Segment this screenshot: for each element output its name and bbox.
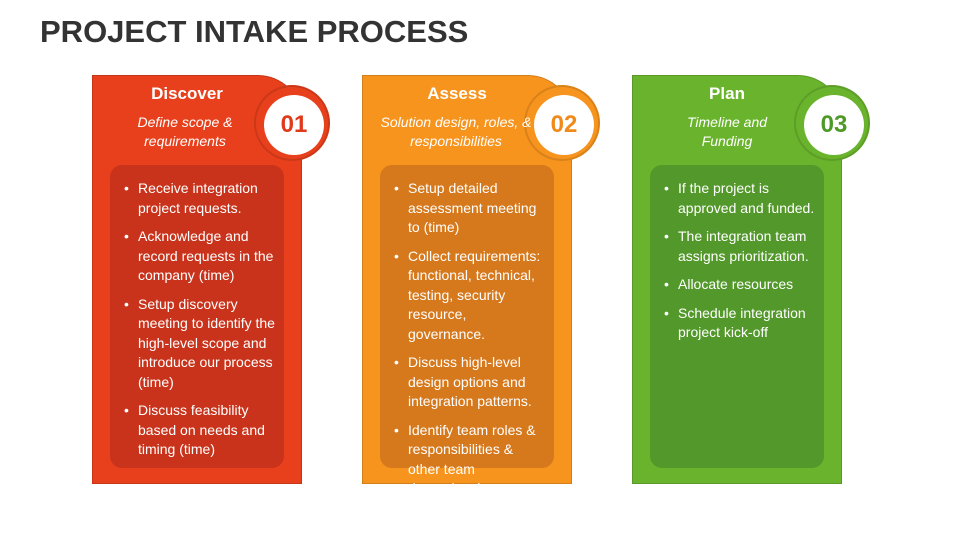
- card-header: Assess Solution design, roles, & respons…: [362, 83, 552, 151]
- list-item: Discuss feasibility based on needs and t…: [122, 401, 276, 460]
- number-badge: 03: [794, 85, 870, 161]
- card-title: Discover: [151, 84, 223, 103]
- number-badge: 02: [524, 85, 600, 161]
- number-badge-label: 02: [534, 95, 594, 155]
- list-item: The integration team assigns prioritizat…: [662, 227, 816, 266]
- card-header: Plan Timeline and Funding: [632, 83, 822, 151]
- card-panel: Receive integration project requests. Ac…: [110, 165, 284, 468]
- list-item: If the project is approved and funded.: [662, 179, 816, 218]
- page-title: PROJECT INTAKE PROCESS: [40, 14, 469, 49]
- card-subtitle: Solution design, roles, & responsibiliti…: [380, 114, 532, 149]
- card-title: Plan: [709, 84, 745, 103]
- bullet-list: Receive integration project requests. Ac…: [110, 165, 284, 460]
- list-item: Schedule integration project kick-off: [662, 304, 816, 343]
- card-subtitle: Define scope & requirements: [137, 114, 233, 149]
- list-item: Setup discovery meeting to identify the …: [122, 295, 276, 393]
- card-plan: 03 Plan Timeline and Funding If the proj…: [632, 75, 870, 484]
- list-item: Allocate resources: [662, 275, 816, 295]
- list-item: Discuss high-level design options and in…: [392, 353, 546, 412]
- number-badge: 01: [254, 85, 330, 161]
- bullet-list: Setup detailed assessment meeting to (ti…: [380, 165, 554, 518]
- card-subtitle: Timeline and Funding: [686, 114, 768, 149]
- card-discover: 01 Discover Define scope & requirements …: [92, 75, 330, 484]
- card-title: Assess: [427, 84, 487, 103]
- bullet-list: If the project is approved and funded. T…: [650, 165, 824, 343]
- list-item: Identify team roles & responsibilities &…: [392, 421, 546, 519]
- card-panel: If the project is approved and funded. T…: [650, 165, 824, 468]
- list-item: Receive integration project requests.: [122, 179, 276, 218]
- list-item: Collect requirements: functional, techni…: [392, 247, 546, 345]
- number-badge-label: 01: [264, 95, 324, 155]
- card-header: Discover Define scope & requirements: [92, 83, 282, 151]
- number-badge-label: 03: [804, 95, 864, 155]
- list-item: Acknowledge and record requests in the c…: [122, 227, 276, 286]
- card-assess: 02 Assess Solution design, roles, & resp…: [362, 75, 600, 516]
- list-item: Setup detailed assessment meeting to (ti…: [392, 179, 546, 238]
- card-panel: Setup detailed assessment meeting to (ti…: [380, 165, 554, 516]
